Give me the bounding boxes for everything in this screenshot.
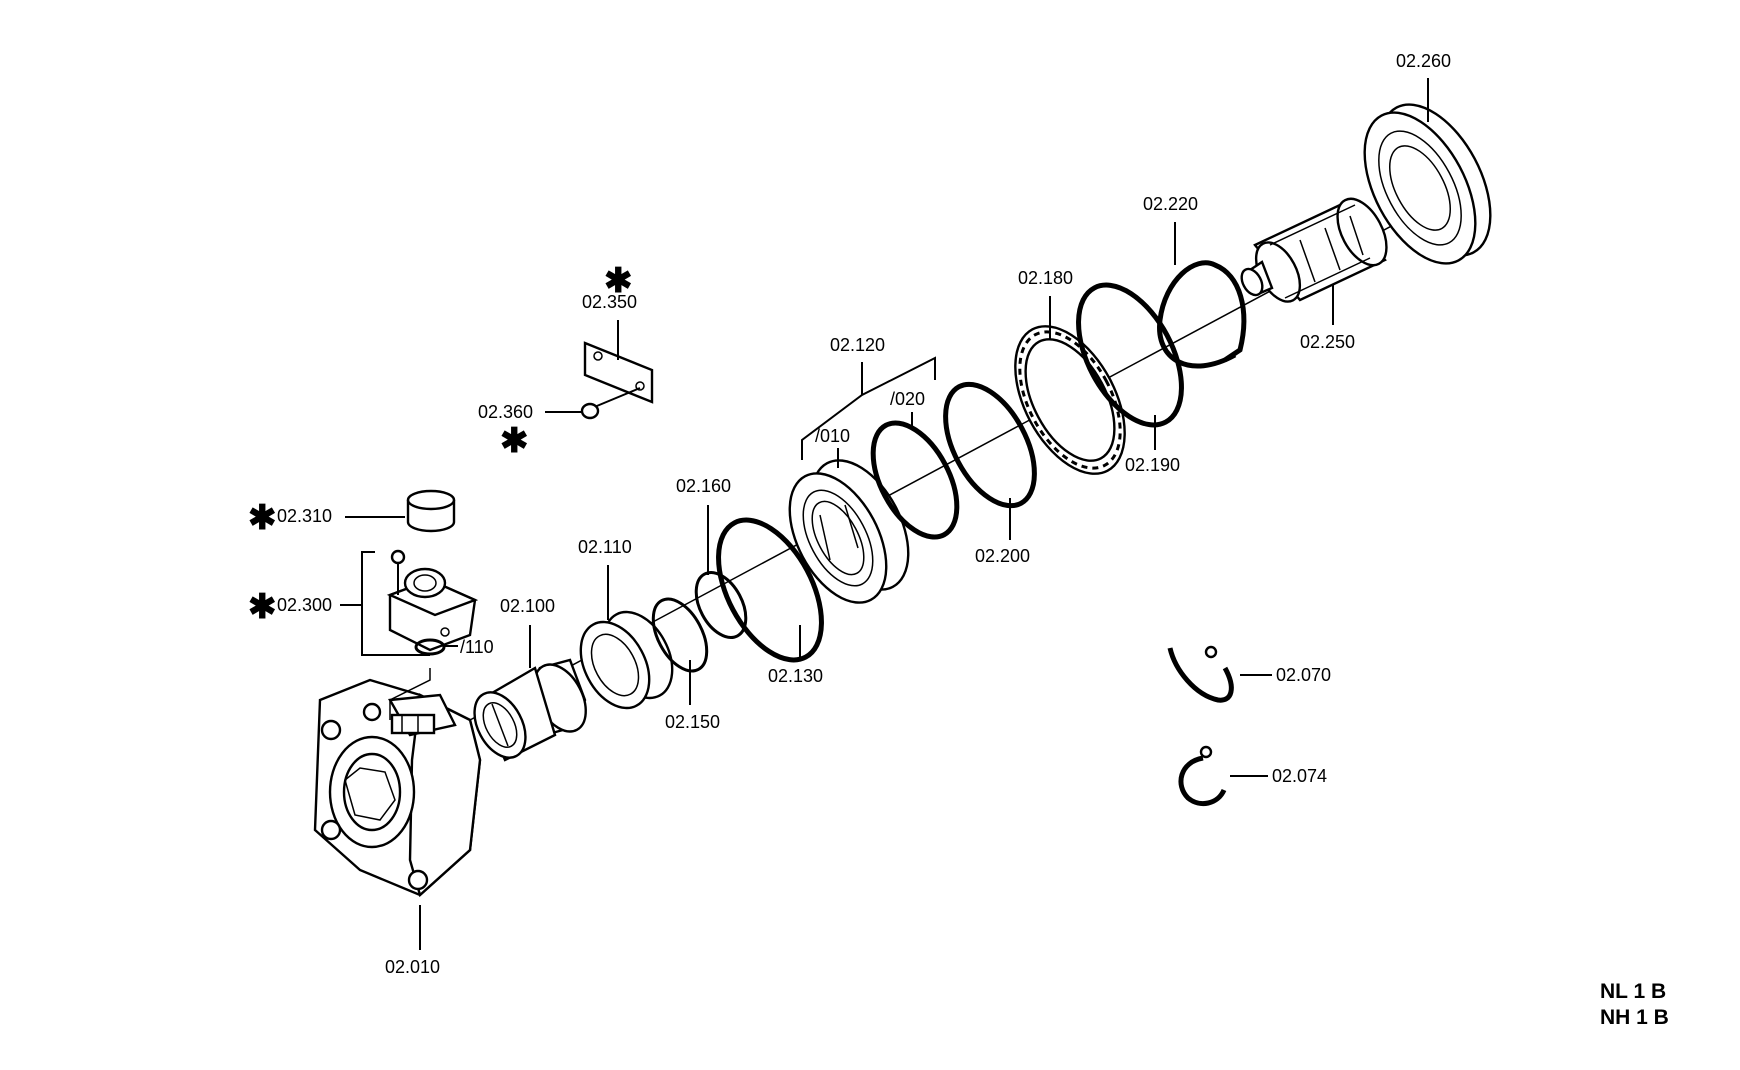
housing-part-02-010: [313, 678, 482, 898]
part-label-02-300: 02.300: [277, 595, 332, 615]
cap-part-02-310: [406, 489, 456, 533]
circlip-part-02-070: [1167, 645, 1234, 703]
snap-ring-part-02-220: [1157, 260, 1247, 369]
connector-to-housing-line: [389, 668, 431, 720]
part-label-02-250: 02.250: [1300, 332, 1355, 352]
part-label-02-160: 02.160: [676, 476, 731, 496]
plate-part-02-350: [583, 341, 654, 404]
part-label-02-110: 02.110: [578, 537, 632, 557]
circlip-part-02-074: [1178, 745, 1227, 807]
part-label-02-070: 02.070: [1276, 665, 1331, 685]
bracket-02-300: [361, 551, 430, 656]
part-label-02-010: 02.010: [385, 957, 440, 977]
part-label-020: /020: [890, 389, 925, 409]
variant-code-nl: NL 1 B: [1600, 980, 1666, 1003]
part-label-02-180: 02.180: [1018, 268, 1073, 288]
variant-code-nh: NH 1 B: [1600, 1006, 1669, 1029]
part-label-02-220: 02.220: [1143, 194, 1198, 214]
part-label-02-200: 02.200: [975, 546, 1030, 566]
part-label-02-260: 02.260: [1396, 51, 1451, 71]
sleeve-part-02-110: [579, 610, 674, 710]
part-label-02-310: 02.310: [277, 506, 332, 526]
asterisk-02-300: ✱: [248, 588, 277, 626]
ring-part-02-190: [1076, 282, 1184, 428]
ring-part-02-120-020: [870, 420, 960, 540]
part-label-02-360: 02.360: [478, 402, 533, 422]
ring-part-02-150: [651, 597, 709, 673]
part-label-110: /110: [460, 637, 494, 657]
bearing-part-02-260: [1363, 103, 1492, 265]
asterisk-02-360: ✱: [500, 422, 529, 460]
part-label-02-130: 02.130: [768, 666, 823, 686]
ring-part-02-200: [943, 381, 1037, 509]
screw-part-02-360: [580, 387, 641, 420]
ring-part-02-130: [716, 517, 824, 663]
asterisk-02-350: ✱: [604, 262, 633, 300]
asterisk-02-310: ✱: [248, 499, 277, 537]
ring-part-02-160: [694, 571, 748, 639]
part-label-02-120: 02.120: [830, 335, 885, 355]
part-label-02-100: 02.100: [500, 596, 555, 616]
part-label-02-074: 02.074: [1272, 766, 1327, 786]
connector-part-02-300: [386, 549, 479, 652]
clutch-part-02-120-010: [788, 459, 910, 604]
part-label-02-190: 02.190: [1125, 455, 1180, 475]
part-label-02-350: 02.350: [582, 292, 637, 312]
part-label-02-150: 02.150: [665, 712, 720, 732]
part-label-010: /010: [815, 426, 850, 446]
hub-part-02-100: [473, 658, 587, 762]
shaft-part-02-250: [1240, 197, 1388, 303]
